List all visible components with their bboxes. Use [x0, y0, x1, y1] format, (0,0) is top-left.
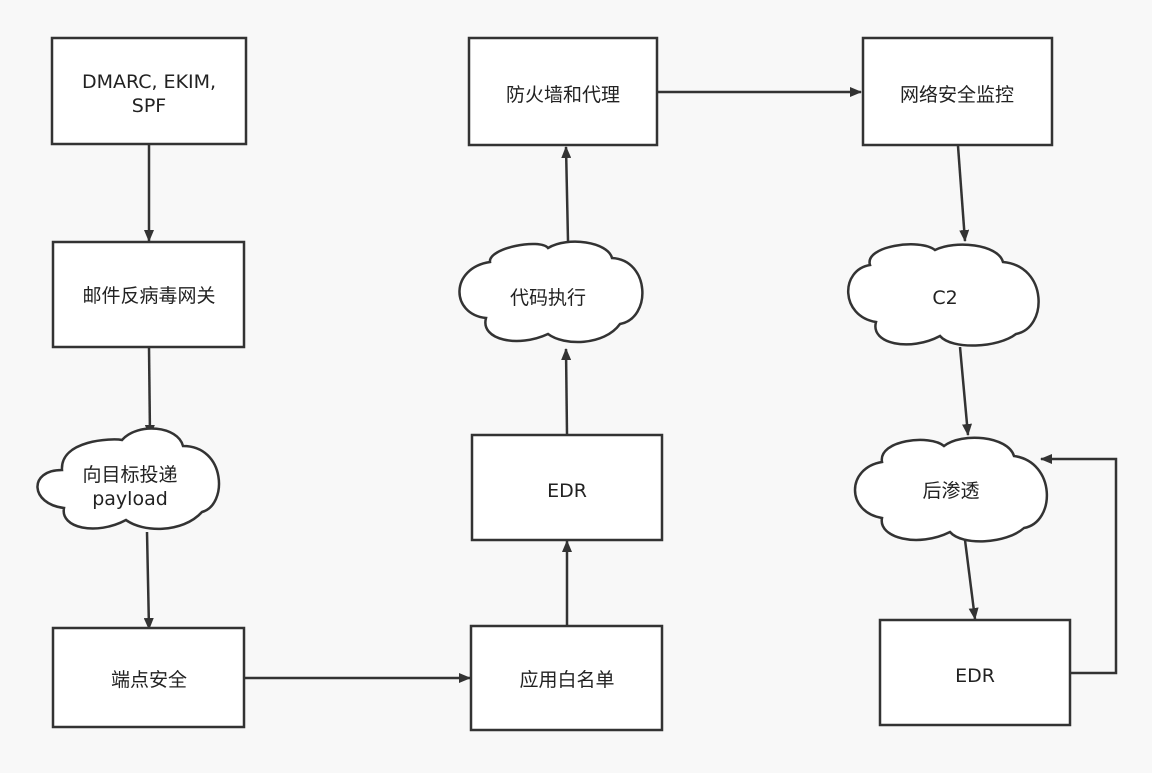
- node-edr-right: [878, 618, 1072, 727]
- edge-edr-right-to-post-exploit: [1040, 454, 1118, 675]
- node-c2-cloud: [847, 243, 1040, 347]
- edge-net-monitor-to-c2: [956, 145, 970, 242]
- node-app-whitelist: [469, 624, 664, 732]
- edge-c2-to-post-exploit: [958, 346, 972, 436]
- labels: DMARC, EKIM, SPF 邮件反病毒网关 向目标投递 payload 端…: [82, 71, 1014, 691]
- label-firewall-proxy: 防火墙和代理: [506, 84, 620, 106]
- node-net-monitor: [861, 36, 1054, 147]
- label-edr-middle: EDR: [547, 480, 587, 502]
- node-endpoint-security: [51, 626, 246, 729]
- label-code-exec: 代码执行: [510, 287, 586, 309]
- edge-mail-gateway-to-deliver-payload: [144, 346, 155, 437]
- label-endpoint-security: 端点安全: [111, 669, 187, 691]
- label-deliver-payload-line1: 向目标投递: [82, 464, 177, 486]
- node-firewall-proxy: [467, 36, 659, 147]
- label-net-monitor: 网络安全监控: [900, 84, 1014, 106]
- node-dmarc: [50, 36, 248, 146]
- label-deliver-payload-line2: payload: [92, 488, 168, 510]
- label-mail-gateway: 邮件反病毒网关: [82, 285, 215, 307]
- node-code-exec-cloud: [458, 240, 644, 344]
- label-dmarc-line2: SPF: [132, 95, 166, 117]
- node-post-exploit-cloud: [853, 436, 1048, 543]
- edge-code-exec-to-firewall-proxy: [561, 146, 572, 242]
- edge-post-exploit-to-edr-right: [963, 539, 979, 620]
- label-c2: C2: [932, 287, 957, 309]
- edge-edr-middle-to-code-exec: [561, 348, 572, 435]
- label-edr-right: EDR: [955, 665, 995, 687]
- edges: [143, 87, 1118, 683]
- node-deliver-payload-cloud: [36, 427, 221, 530]
- label-app-whitelist: 应用白名单: [519, 669, 614, 691]
- node-mail-gateway: [51, 240, 246, 349]
- label-post-exploit: 后渗透: [922, 480, 979, 502]
- edge-deliver-payload-to-endpoint-security: [143, 531, 154, 630]
- label-dmarc-line1: DMARC, EKIM,: [82, 71, 216, 93]
- nodes: [36, 36, 1072, 732]
- node-edr-middle: [470, 433, 664, 542]
